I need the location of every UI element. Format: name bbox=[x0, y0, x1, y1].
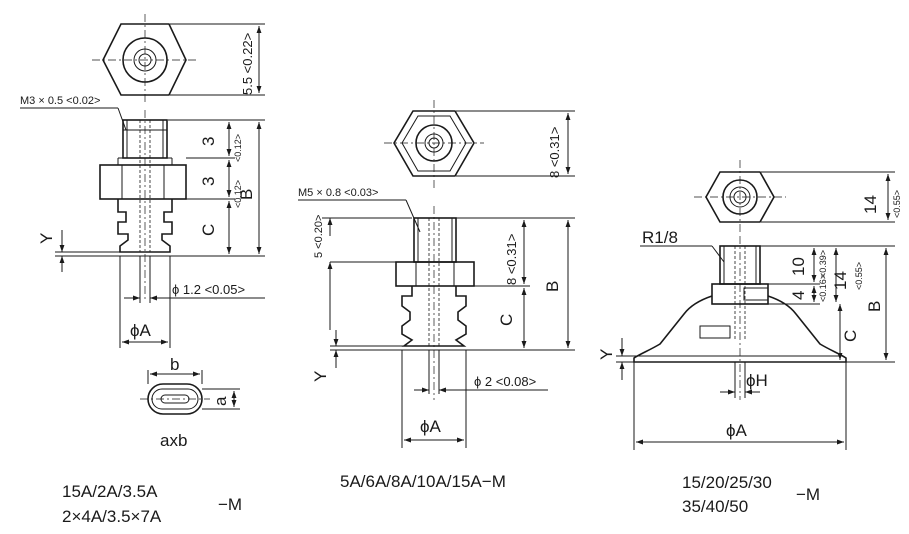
fig3-dim-14: 14 bbox=[831, 271, 850, 290]
fig2-phi2-label: ϕ 2 <0.08> bbox=[474, 374, 536, 389]
fig2-thread-label: M5 × 0.8 <0.03> bbox=[298, 187, 378, 199]
fig1-axb-label: axb bbox=[160, 431, 187, 450]
fig2-side-view: M5 × 0.8 <0.03> 5 <0.20> 8 <0.31> C B Y bbox=[298, 187, 575, 448]
fig1-hex-height-label: 5.5 <0.22> bbox=[240, 33, 255, 95]
fig3-caption-line1: 15/20/25/30 bbox=[682, 473, 772, 492]
fig3-dim-Y: Y bbox=[597, 349, 616, 360]
fig3-caption-suffix: −M bbox=[796, 485, 820, 504]
figure-3: 14 <0.55> R1/8 bbox=[597, 160, 902, 516]
fig2-hex-height-label: 8 <0.31> bbox=[547, 127, 562, 178]
fig3-hex-height-label: 14 bbox=[861, 195, 880, 214]
fig3-dim-4: 4 bbox=[789, 291, 808, 300]
fig3-tol-055-mid: <0.55> bbox=[854, 262, 864, 290]
fig1-tol-012-lower: <0.12> bbox=[233, 180, 243, 208]
fig1-side-view: 3 <0.12> 3 <0.12> B C M3 × 0.5 <0.02> Y … bbox=[20, 95, 265, 348]
fig1-dim-Y: Y bbox=[37, 233, 56, 244]
fig1-phi12-label: ϕ 1.2 <0.05> bbox=[172, 282, 245, 297]
fig2-hex-top-view: 8 <0.31> bbox=[384, 100, 575, 188]
fig2-phiA-label: ϕA bbox=[420, 417, 442, 436]
fig3-tol-016: <0.16> bbox=[818, 274, 828, 302]
fig3-thread-label: R1/8 bbox=[642, 228, 678, 247]
figure-2: 8 <0.31> M5 × 0.8 <0.03> 5 <0.20> bbox=[298, 100, 575, 491]
fig1-phiA-label: ϕA bbox=[130, 321, 152, 340]
fig1-oval-view: b a axb bbox=[140, 355, 240, 450]
fig1-caption-line2: 2×4A/3.5×7A bbox=[62, 507, 162, 526]
fig1-tol-012-upper: <0.12> bbox=[233, 134, 243, 162]
fig3-caption-line2: 35/40/50 bbox=[682, 497, 748, 516]
fig2-dim-Y: Y bbox=[311, 371, 330, 382]
fig1-a-label: a bbox=[211, 396, 230, 406]
fig1-caption-line1: 15A/2A/3.5A bbox=[62, 482, 158, 501]
fig3-hex-top-view: 14 <0.55> bbox=[694, 160, 902, 234]
fig1-dim-3-upper: 3 bbox=[199, 137, 218, 146]
fig1-dim-B: B bbox=[237, 189, 256, 200]
fig1-thread-label: M3 × 0.5 <0.02> bbox=[20, 95, 100, 107]
fig1-hex-top-view: 5.5 <0.22> bbox=[92, 14, 265, 105]
fig1-dim-C: C bbox=[199, 224, 218, 236]
fig1-caption-suffix: −M bbox=[218, 495, 242, 514]
fig3-phiA-label: ϕA bbox=[726, 421, 748, 440]
fig2-dim-C: C bbox=[497, 314, 516, 326]
fig3-dim-C: C bbox=[841, 330, 860, 342]
fig2-dim-5-label: 5 <0.20> bbox=[313, 215, 325, 258]
fig3-dim-B: B bbox=[865, 301, 884, 312]
fig3-tol-055-top: <0.55> bbox=[892, 190, 902, 218]
fig1-dim-3-lower: 3 bbox=[199, 177, 218, 186]
fig3-dim-10: 10 bbox=[789, 257, 808, 276]
fig3-tol-039: <0.39> bbox=[818, 250, 828, 278]
fig1-b-label: b bbox=[170, 355, 179, 374]
fig2-dim-8-label: 8 <0.31> bbox=[504, 234, 519, 285]
fig3-side-view: R1/8 10 <0.39> 4 <0.16> 14 <0.55> C B Y bbox=[597, 228, 895, 450]
fig2-dim-B: B bbox=[543, 281, 562, 292]
figure-1: 5.5 <0.22> bbox=[20, 14, 265, 526]
fig3-phiH-label: ϕH bbox=[746, 371, 768, 390]
fig2-caption: 5A/6A/8A/10A/15A−M bbox=[340, 472, 506, 491]
